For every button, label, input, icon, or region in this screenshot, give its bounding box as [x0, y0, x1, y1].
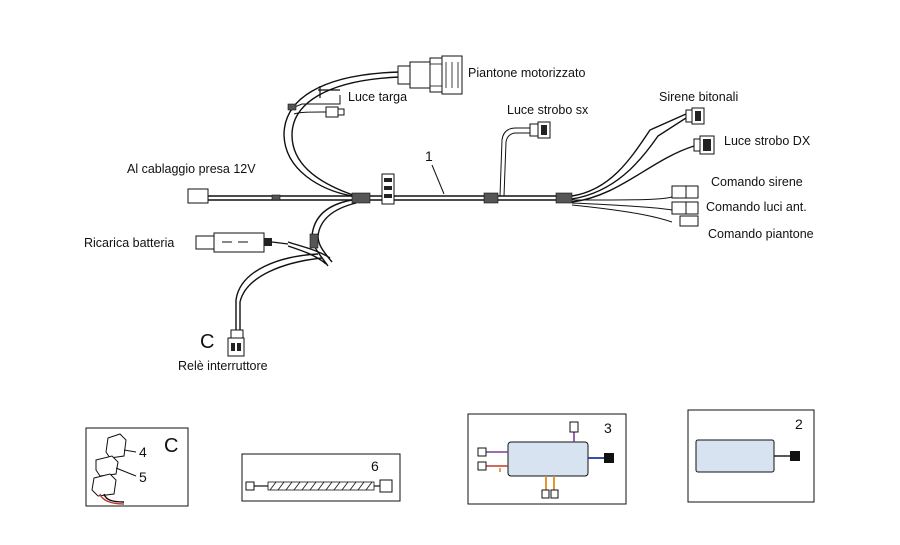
ricarica-batteria-connector: [195, 232, 289, 253]
luce-targa-connector: [325, 106, 339, 118]
comando-connectors: [671, 185, 699, 227]
panel-module-3: 3: [467, 413, 627, 505]
label-rele-interruttore: Relè interruttore: [178, 359, 268, 373]
main-harness: [187, 55, 715, 357]
module-2-body: [695, 439, 775, 473]
label-comando-luci-ant: Comando luci ant.: [706, 200, 807, 214]
label-cablaggio-presa: Al cablaggio presa 12V: [127, 162, 256, 176]
label-luce-strobo-sx: Luce strobo sx: [507, 103, 589, 117]
label-sirene-bitonali: Sirene bitonali: [659, 90, 738, 104]
label-piantone-motorizzato: Piantone motorizzato: [468, 66, 585, 80]
presa-12v-connector: [187, 188, 209, 204]
part-number-1: 1: [425, 148, 433, 164]
part-number-4: 4: [139, 444, 147, 460]
callout-c-main: C: [200, 331, 214, 353]
luce-strobo-sx-connector: [529, 121, 551, 139]
label-comando-piantone: Comando piantone: [708, 227, 814, 241]
relay-4: [105, 433, 137, 459]
luce-strobo-dx-connector: [693, 135, 715, 155]
part-number-2: 2: [795, 416, 803, 432]
label-luce-strobo-dx: Luce strobo DX: [724, 134, 811, 148]
part-number-5: 5: [139, 469, 147, 485]
panel-relays: C 4 5: [85, 427, 189, 507]
callout-c-box: C: [164, 435, 178, 457]
panel-cable-6: 6: [241, 453, 401, 502]
module-3-body: [507, 441, 589, 477]
rele-interruttore-connector: [227, 329, 245, 357]
relay-socket: [91, 473, 125, 505]
piantone-connector: [397, 55, 463, 95]
part-number-6: 6: [371, 458, 379, 474]
label-comando-sirene: Comando sirene: [711, 175, 803, 189]
sirene-bitonali-connector: [685, 107, 705, 125]
relay-5: [95, 455, 137, 477]
label-ricarica-batteria: Ricarica batteria: [84, 236, 174, 250]
part-number-3: 3: [604, 420, 612, 436]
panel-module-2: 2: [687, 409, 815, 503]
label-luce-targa: Luce targa: [348, 90, 407, 104]
